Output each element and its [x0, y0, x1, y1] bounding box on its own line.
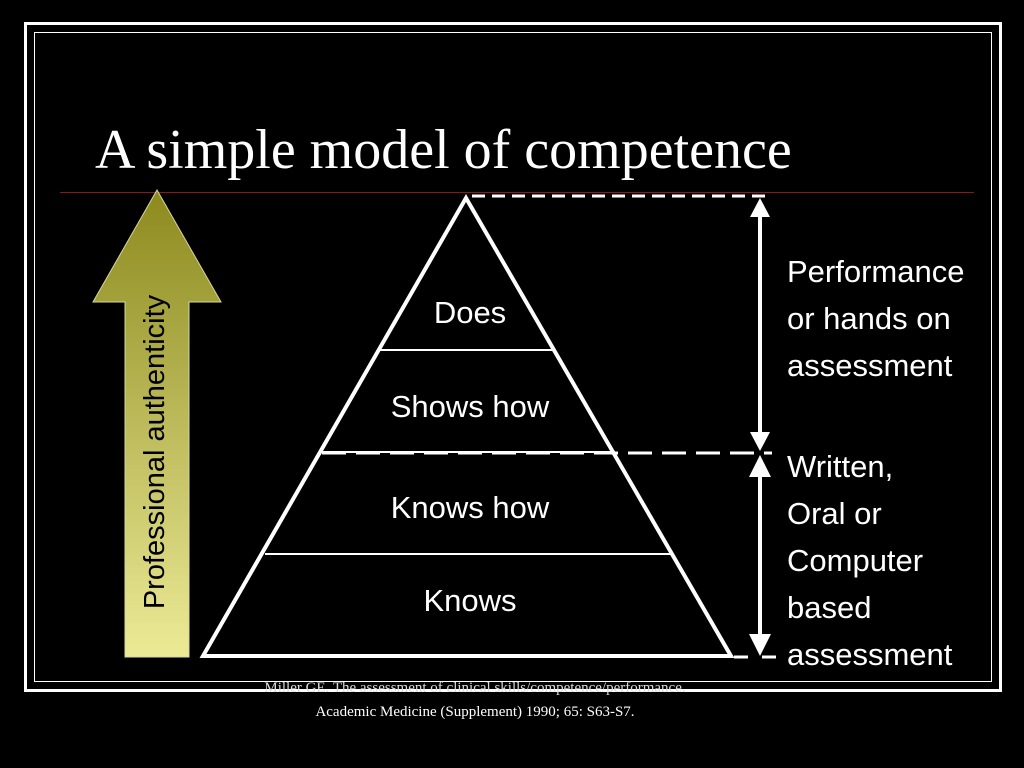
level-knows: Knows [423, 583, 517, 618]
slide-frame-outer [24, 22, 1002, 692]
upper-range-arrow [750, 198, 770, 451]
arrow-label: Professional authenticity [139, 294, 171, 610]
slide-frame-inner [34, 32, 992, 682]
lower-assessment-label: Written, Oral or Computer based assessme… [787, 449, 953, 672]
title-rule [60, 192, 974, 193]
level-shows-how: Shows how [390, 389, 550, 424]
citation-line-2: Academic Medicine (Supplement) 1990; 65:… [315, 704, 635, 720]
citation-line-1: Miller GE. The assessment of clinical sk… [264, 680, 686, 696]
authenticity-arrow [92, 188, 222, 658]
upper-assessment-label: Performance or hands on assessment [787, 254, 965, 383]
level-does: Does [433, 295, 507, 330]
level-knows-how: Knows how [390, 490, 550, 525]
slide-title: A simple model of competence [95, 119, 792, 181]
lower-range-arrow [749, 455, 771, 656]
pyramid-outline [199, 193, 735, 658]
